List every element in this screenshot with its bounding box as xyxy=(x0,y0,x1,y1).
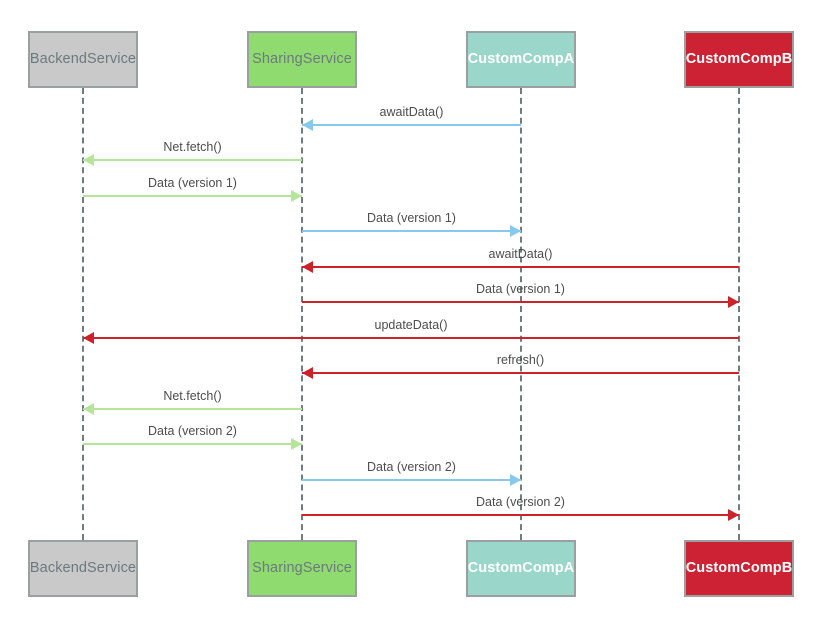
lifeline-backend xyxy=(82,88,84,540)
participant-label: SharingService xyxy=(252,50,352,67)
lifeline-sharing xyxy=(301,88,303,540)
participant-bottom-compb[interactable]: CustomCompB xyxy=(684,540,794,597)
message-arrowhead-left xyxy=(83,332,94,344)
message-label: awaitData() xyxy=(488,247,553,261)
message-arrowhead-right xyxy=(510,225,521,237)
message-arrowhead-left xyxy=(83,403,94,415)
message-label: refresh() xyxy=(496,353,545,367)
message-arrowhead-left xyxy=(302,119,313,131)
message-arrowhead-right xyxy=(291,190,302,202)
participant-top-backend[interactable]: BackendService xyxy=(28,31,138,88)
participant-bottom-backend[interactable]: BackendService xyxy=(28,540,138,597)
message-label: Data (version 1) xyxy=(367,211,456,225)
participant-label: CustomCompA xyxy=(467,559,575,576)
participant-label: CustomCompA xyxy=(467,50,575,67)
message-line xyxy=(302,301,739,303)
message-arrowhead-left xyxy=(302,261,313,273)
message-label: Net.fetch() xyxy=(163,389,222,403)
message-label: Data (version 2) xyxy=(476,495,565,509)
message-arrowhead-left xyxy=(302,367,313,379)
message-line xyxy=(302,230,521,232)
participant-top-sharing[interactable]: SharingService xyxy=(247,31,357,88)
message-line xyxy=(302,266,739,268)
message-arrowhead-right xyxy=(510,474,521,486)
participant-label: CustomCompB xyxy=(685,559,793,576)
participant-bottom-sharing[interactable]: SharingService xyxy=(247,540,357,597)
message-line xyxy=(83,443,302,445)
participant-bottom-compa[interactable]: CustomCompA xyxy=(466,540,576,597)
message-line xyxy=(83,408,302,410)
message-line xyxy=(302,124,521,126)
message-arrowhead-right xyxy=(728,509,739,521)
participant-top-compa[interactable]: CustomCompA xyxy=(466,31,576,88)
message-label: Net.fetch() xyxy=(163,140,222,154)
message-arrowhead-right xyxy=(291,438,302,450)
message-line xyxy=(302,479,521,481)
lifeline-compb xyxy=(738,88,740,540)
participant-label: SharingService xyxy=(252,559,352,576)
message-line xyxy=(83,195,302,197)
message-arrowhead-right xyxy=(728,296,739,308)
message-arrowhead-left xyxy=(83,154,94,166)
message-label: Data (version 2) xyxy=(148,424,237,438)
message-line xyxy=(302,514,739,516)
message-label: updateData() xyxy=(374,318,448,332)
message-line xyxy=(302,372,739,374)
participant-label: CustomCompB xyxy=(685,50,793,67)
participant-label: BackendService xyxy=(29,50,137,67)
message-line xyxy=(83,159,302,161)
message-label: Data (version 1) xyxy=(476,282,565,296)
participant-top-compb[interactable]: CustomCompB xyxy=(684,31,794,88)
message-line xyxy=(83,337,739,339)
message-label: Data (version 2) xyxy=(367,460,456,474)
message-label: Data (version 1) xyxy=(148,176,237,190)
message-label: awaitData() xyxy=(379,105,444,119)
participant-label: BackendService xyxy=(29,559,137,576)
lifeline-compa xyxy=(520,88,522,540)
